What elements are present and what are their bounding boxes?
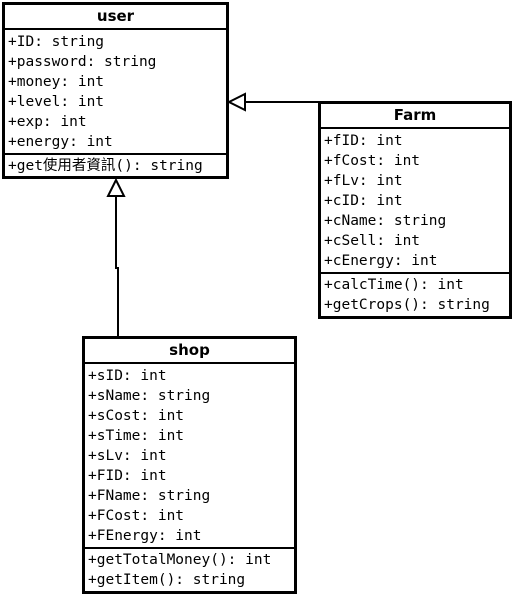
- operation: +getItem(): string: [88, 572, 246, 588]
- class-user-name: user: [5, 5, 226, 30]
- attribute: +sTime: int: [88, 428, 185, 444]
- attribute: +level: int: [8, 94, 105, 110]
- attribute: +FEnergy: int: [88, 528, 202, 544]
- class-shop-operations: +getTotalMoney(): int +getItem(): string: [85, 549, 294, 591]
- attribute: +cEnergy: int: [324, 253, 438, 269]
- shop-to-user-line: [115, 196, 119, 338]
- class-user[interactable]: user +ID: string +password: string +mone…: [2, 2, 229, 179]
- attribute: +energy: int: [8, 134, 113, 150]
- farm-to-user-arrowhead: [226, 92, 246, 112]
- attribute: +cName: string: [324, 213, 447, 229]
- operation: +getTotalMoney(): int: [88, 552, 272, 568]
- class-user-attributes: +ID: string +password: string +money: in…: [5, 30, 226, 155]
- attribute: +FCost: int: [88, 508, 185, 524]
- attribute: +sCost: int: [88, 408, 185, 424]
- class-shop-name: shop: [85, 339, 294, 364]
- attribute: +password: string: [8, 54, 157, 70]
- class-farm-operations: +calcTime(): int +getCrops(): string: [321, 274, 509, 316]
- attribute: +fLv: int: [324, 173, 403, 189]
- attribute: +fID: int: [324, 133, 403, 149]
- class-farm[interactable]: Farm +fID: int +fCost: int +fLv: int +cI…: [318, 101, 512, 319]
- attribute: +sID: int: [88, 368, 167, 384]
- attribute: +sName: string: [88, 388, 211, 404]
- shop-to-user-arrowhead: [106, 177, 126, 197]
- attribute: +sLv: int: [88, 448, 167, 464]
- class-farm-attributes: +fID: int +fCost: int +fLv: int +cID: in…: [321, 129, 509, 274]
- attribute: +fCost: int: [324, 153, 421, 169]
- class-shop[interactable]: shop +sID: int +sName: string +sCost: in…: [82, 336, 297, 594]
- attribute: +exp: int: [8, 114, 87, 130]
- attribute: +ID: string: [8, 34, 105, 50]
- attribute: +money: int: [8, 74, 105, 90]
- operation: +getCrops(): string: [324, 297, 490, 313]
- attribute: +FID: int: [88, 468, 167, 484]
- class-user-operations: +get使用者資訊(): string: [5, 155, 226, 177]
- operation: +get使用者資訊(): string: [8, 158, 203, 174]
- class-shop-attributes: +sID: int +sName: string +sCost: int +sT…: [85, 364, 294, 549]
- attribute: +cID: int: [324, 193, 403, 209]
- attribute: +cSell: int: [324, 233, 421, 249]
- attribute: +FName: string: [88, 488, 211, 504]
- class-farm-name: Farm: [321, 104, 509, 129]
- operation: +calcTime(): int: [324, 277, 464, 293]
